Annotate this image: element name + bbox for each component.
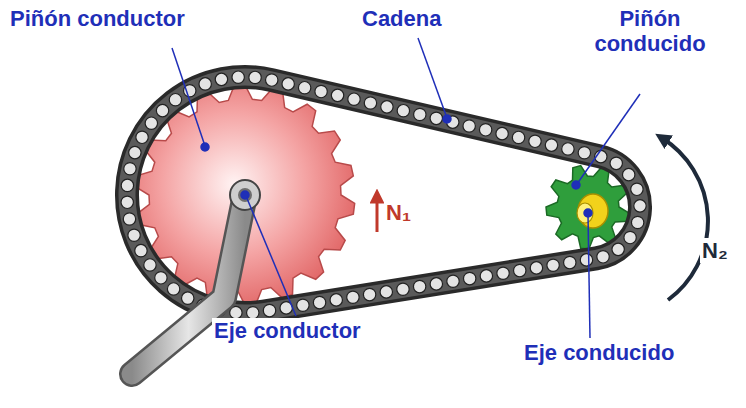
chain-roller [413,280,425,292]
rotation-arrow [376,196,379,232]
chain-roller [298,82,310,94]
crank-arm [132,195,245,374]
leader-line [588,214,590,338]
chain-roller [123,213,135,225]
chain-roller [430,278,442,290]
chain-roller [232,71,244,83]
part-label: Piñón conducido [568,6,732,57]
chain-roller [562,143,574,155]
chain-roller [124,163,136,175]
chain-roller [136,131,148,143]
chain-guide [127,77,640,313]
chain-roller [634,200,646,212]
chain-roller [479,124,491,136]
chain-roller [397,283,409,295]
chain-roller [315,85,327,97]
driven-shaft-body [578,194,608,228]
chain-roller [156,104,168,116]
rotation-arrow [662,138,708,300]
leader-dot [241,191,249,199]
driving-shaft-hole [238,188,252,202]
chain-roller [145,117,157,129]
chain-roller [578,147,590,159]
chain-roller [414,108,426,120]
chain-roller [497,267,509,279]
driving-shaft [230,180,260,210]
chain-roller [612,243,624,255]
chain-roller [381,101,393,113]
chain-roller [128,229,140,241]
chain-roller [135,244,147,256]
chain-roller [580,254,592,266]
leader-lines [172,38,640,338]
leader-dot [572,181,580,189]
chain-roller [121,179,133,191]
driven-shaft [577,194,608,228]
chain-roller [447,275,459,287]
leader-dot [201,143,209,151]
part-label: Eje conducido [522,340,676,365]
chain-roller [512,131,524,143]
leader-line [172,48,205,146]
chain-roller [380,286,392,298]
chain-roller [463,120,475,132]
chain-roller [297,299,309,311]
chain-roller [169,93,181,105]
chain-roller [480,270,492,282]
chain-roller [496,127,508,139]
chain-roller [331,89,343,101]
part-label: Eje conductor [212,318,363,343]
chain-roller [121,196,133,208]
chain-links [127,77,640,313]
chain-roller [529,135,541,147]
chain-roller [266,74,278,86]
chain-roller [597,251,609,263]
chain-roller [624,231,636,243]
leader-dot [584,209,592,217]
speed-label: N₂ [700,238,730,263]
leader-line [577,94,640,184]
chain-roller [514,264,526,276]
crank-outline [132,195,245,374]
chain [121,71,646,319]
chain-roller [348,93,360,105]
chain-roller [397,104,409,116]
chain-roller [430,112,442,124]
chain-roller [631,216,643,228]
leader-dot [443,115,451,123]
chain-roller [463,272,475,284]
crank [132,180,260,374]
chain-roller [547,259,559,271]
chain-roller [249,71,261,83]
chain-roller [215,73,227,85]
leader-line [418,38,447,118]
chain-roller [129,146,141,158]
chain-roller [347,291,359,303]
chain-roller [282,78,294,90]
chain-roller [631,183,643,195]
speed-label: N₁ [384,200,413,225]
chain-roller [155,272,167,284]
chain-roller [144,259,156,271]
chain-roller [545,139,557,151]
chain-roller [330,294,342,306]
chain-roller [182,292,194,304]
chain-roller [263,304,275,316]
chain-roller [364,97,376,109]
part-label: Piñón conductor [8,6,187,31]
driven-shaft-end [577,203,593,223]
chain-roller [622,168,634,180]
chain-band [127,77,640,313]
part-label: Cadena [360,6,443,31]
chain-roller [610,157,622,169]
chain-roller [313,296,325,308]
chain-roller [530,262,542,274]
chain-roller [167,283,179,295]
chain-roller [363,288,375,300]
chain-roller [564,256,576,268]
chain-roller [199,78,211,90]
leader-line [246,196,296,316]
